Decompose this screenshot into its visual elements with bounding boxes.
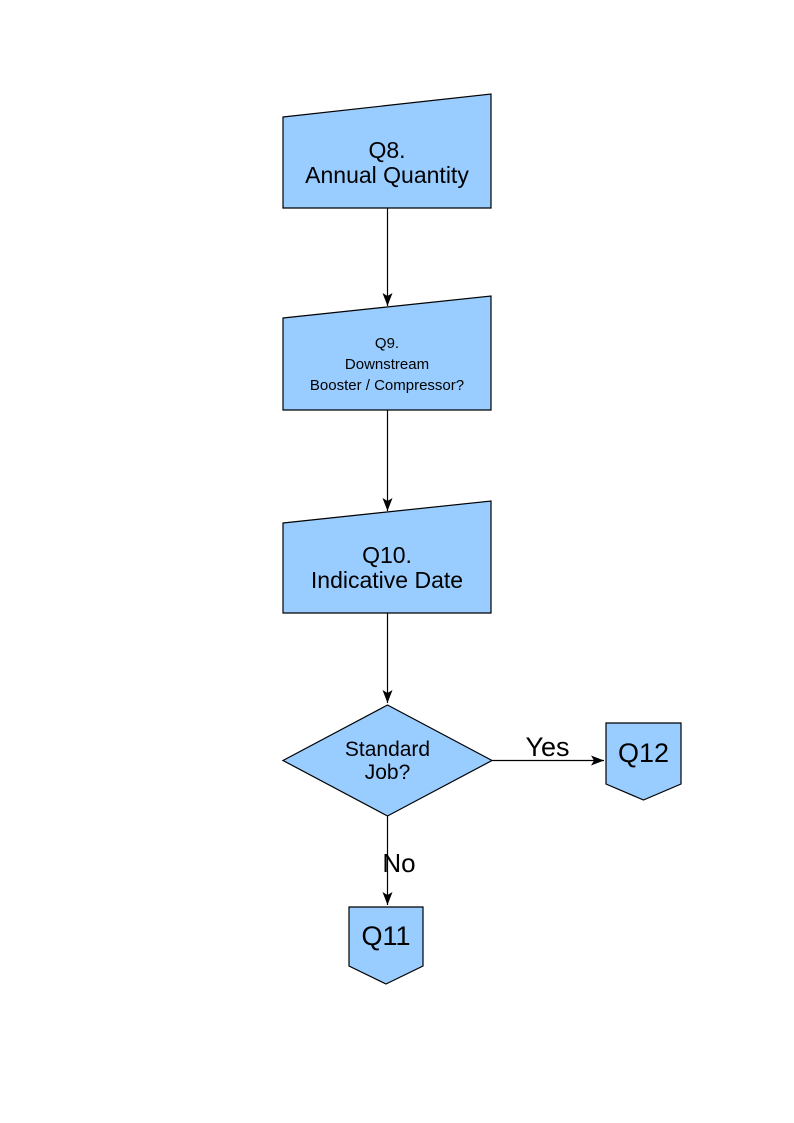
q8-node-label: Q8. Annual Quantity (283, 117, 491, 208)
decision-node-label: Standard Job? (283, 705, 492, 816)
q11-node-label: Q11 (349, 907, 423, 965)
q10-node-label: Q10. Indicative Date (283, 523, 491, 613)
q9-manual-input-shape (282, 295, 492, 411)
decision-label-line2: Job? (364, 760, 411, 784)
q11-offpage-connector-shape (348, 906, 424, 985)
q8-label-line1: Q8. (368, 136, 406, 163)
yes-label-text: Yes (525, 731, 570, 762)
q9-label-line1: Q9. (374, 334, 400, 352)
q9-node-label: Q9. Downstream Booster / Compressor? (283, 318, 491, 410)
q10-label-line2: Indicative Date (310, 567, 464, 593)
q9-label-line3: Booster / Compressor? (309, 376, 465, 394)
edge-label-yes: Yes (505, 731, 590, 762)
q8-manual-input-shape (282, 93, 492, 209)
q11-label-text: Q11 (361, 920, 411, 951)
decision-label-line1: Standard (344, 737, 431, 761)
edge-label-no: No (374, 847, 424, 878)
q8-label-line2: Annual Quantity (305, 161, 469, 188)
q12-offpage-connector-shape (605, 722, 682, 801)
q12-label-text: Q12 (617, 738, 670, 768)
no-label-text: No (382, 847, 416, 878)
q9-label-line2: Downstream (344, 355, 430, 373)
decision-diamond-shape (281, 704, 494, 817)
q10-manual-input-shape (282, 500, 492, 614)
q10-label-line1: Q10. (362, 542, 412, 568)
q12-node-label: Q12 (606, 723, 681, 784)
